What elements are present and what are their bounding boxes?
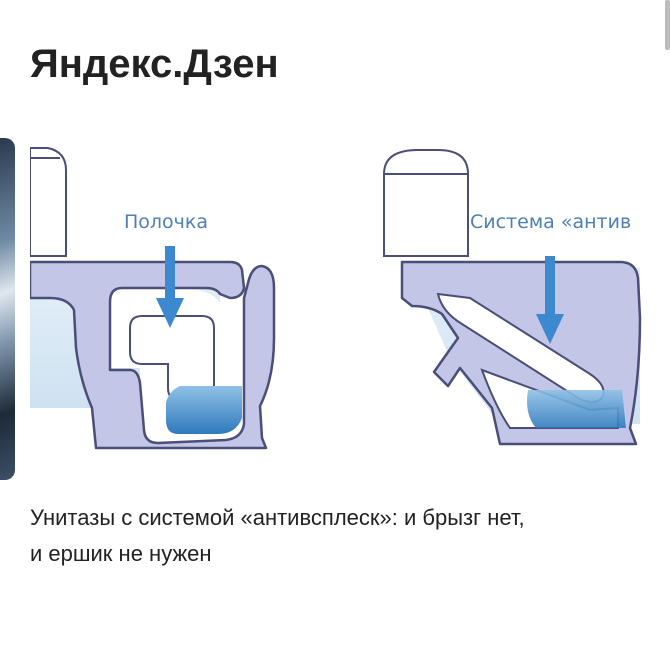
right-diagram-label: Система «антив (470, 211, 631, 233)
article-caption[interactable]: Унитазы с системой «антивсплеск»: и брыз… (30, 500, 640, 572)
left-arrow-head (156, 298, 184, 328)
left-arrow-shaft (165, 246, 175, 304)
left-diagram-label: Полочка (124, 211, 208, 233)
caption-line-2: и ершик не нужен (30, 541, 212, 566)
right-arrow-head (536, 314, 564, 344)
toilet-diagram: Полочка Система «антив (30, 147, 642, 450)
right-arrow-shaft (545, 256, 555, 320)
previous-image-thumbnail[interactable] (0, 138, 15, 480)
brand-logo-text: Яндекс.Дзен (30, 42, 279, 86)
left-toilet-diagram: Полочка (30, 147, 276, 450)
right-toilet-diagram: Система «антив (383, 149, 642, 446)
caption-line-1: Унитазы с системой «антивсплеск»: и брыз… (30, 505, 525, 530)
scrollbar-thumb[interactable] (665, 0, 670, 50)
article-image[interactable]: Полочка Система «антив (30, 138, 650, 480)
